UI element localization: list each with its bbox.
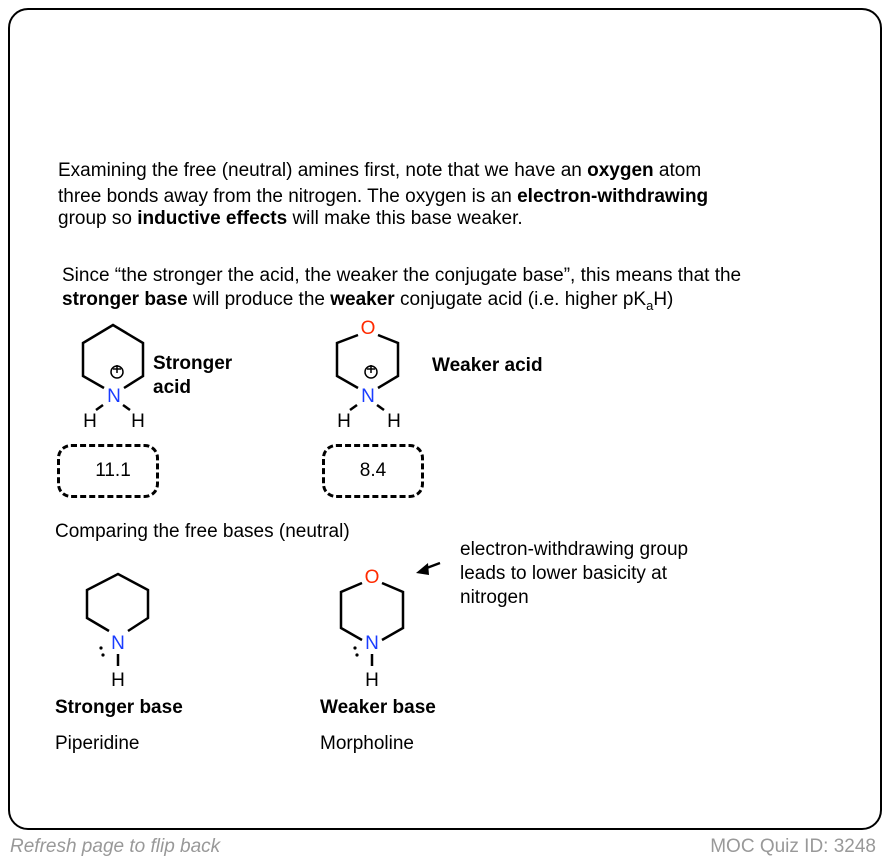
hydrogen-atom: H [111,670,125,691]
stronger-acid-label-1: Stronger [153,353,233,374]
hydrogen-atom: H [365,670,379,691]
paragraph-2-line-1: Since “the stronger the acid, the weaker… [62,265,742,286]
morpholine-name: Morpholine [320,733,414,754]
weaker-base-label: Weaker base [320,697,436,718]
piperidine-name: Piperidine [55,733,140,754]
hydrogen-atom: H [131,411,145,432]
paragraph-1-line-3: group so inductive effects will make thi… [58,208,523,229]
weaker-acid-label: Weaker acid [432,355,543,376]
nitrogen-atom: N [107,386,121,407]
pka-box-piperidinium: 11.1 [57,444,159,498]
pka-value: 8.4 [359,460,387,481]
annotation-line-3: nitrogen [460,587,529,608]
annotation-line-2: leads to lower basicity at [460,563,667,584]
nitrogen-atom: N [111,633,125,654]
nitrogen-atom: N [361,386,375,407]
morpholine-ring [339,581,363,642]
stronger-base-label: Stronger base [55,697,183,718]
oxygen-atom: O [361,318,376,339]
annotation-line-1: electron-withdrawing group [460,539,689,560]
arrow-head-icon [416,563,429,575]
hydrogen-atom: H [387,411,401,432]
hydrogen-atom: H [83,411,97,432]
comparing-heading: Comparing the free bases (neutral) [55,521,350,542]
piperidine-ring [85,572,150,633]
refresh-hint: Refresh page to flip back [10,836,221,857]
paragraph-2-line-2: stronger base will produce the weaker co… [62,289,674,313]
paragraph-1-line-2: three bonds away from the nitrogen. The … [58,186,709,207]
pka-box-morpholinium: 8.4 [322,444,424,498]
quiz-card[interactable] [8,8,882,830]
oxygen-atom: O [365,567,380,588]
hydrogen-atom: H [337,411,351,432]
piperidinium-ring [81,323,145,390]
nitrogen-atom: N [365,633,379,654]
paragraph-1-line-1: Examining the free (neutral) amines firs… [58,160,702,181]
stronger-acid-label-2: acid [153,377,192,398]
morpholinium-ring [335,333,359,390]
pka-value: 11.1 [95,460,131,481]
quiz-id: MOC Quiz ID: 3248 [710,836,876,857]
